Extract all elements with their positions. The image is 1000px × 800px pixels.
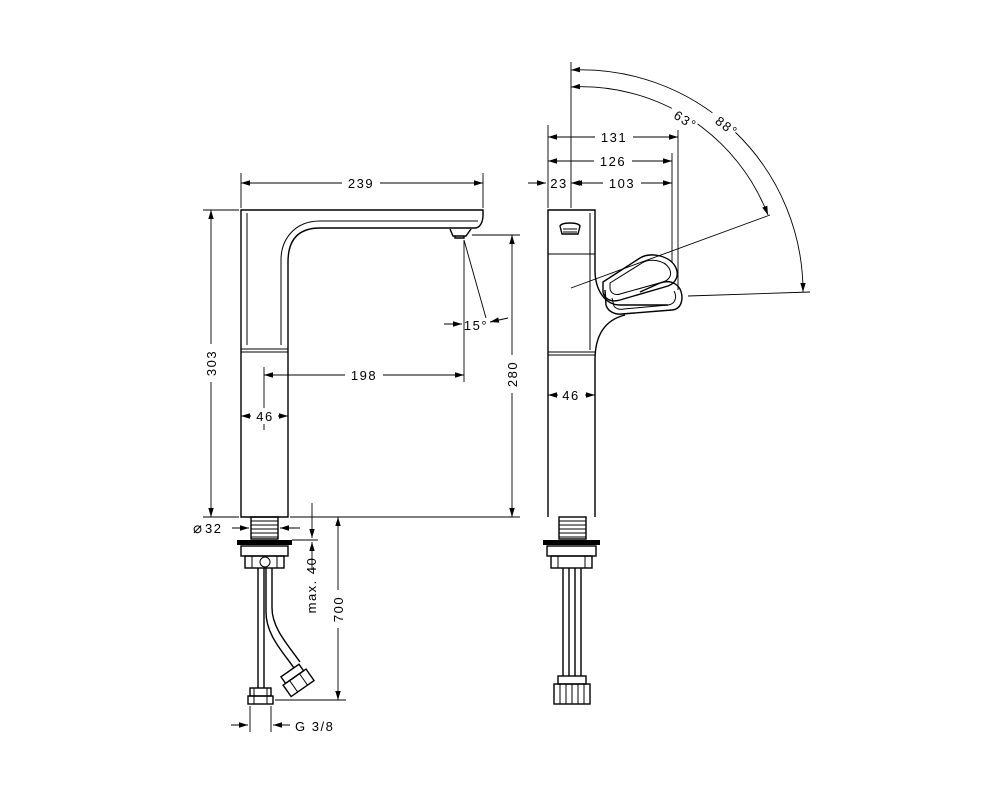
side-view	[543, 209, 683, 705]
dim-depth-23: 23	[550, 176, 567, 191]
dim-body-width-front: 46	[256, 409, 273, 424]
dim-reach: 198	[351, 368, 377, 383]
dim-width-spout: 239	[348, 176, 374, 191]
side-body-outline	[547, 209, 668, 517]
dim-spout-height: 280	[505, 361, 520, 387]
dim-diameter-symbol: ⌀	[193, 520, 204, 537]
front-shank	[237, 516, 292, 569]
dim-hose-length: 700	[331, 596, 346, 622]
front-hoses	[247, 568, 316, 705]
front-view	[237, 209, 484, 705]
dim-max-thickness: max. 40	[304, 557, 319, 614]
side-hoses	[553, 568, 591, 705]
dim-depth-103: 103	[609, 176, 635, 191]
dim-body-width-side: 46	[562, 388, 579, 403]
dim-height-total: 303	[204, 350, 219, 376]
front-body-outline	[240, 209, 484, 518]
dim-diameter-value: 32	[205, 521, 222, 536]
dim-depth-131: 131	[601, 130, 627, 145]
dim-thread: G 3/8	[295, 719, 334, 734]
dim-depth-126: 126	[600, 154, 626, 169]
front-dimensions: 239 303 198 46 280 15° ⌀ 32	[193, 173, 520, 734]
side-shank	[543, 516, 600, 569]
dim-angle-aerator: 15°	[464, 318, 488, 333]
front-aerator	[449, 228, 472, 239]
